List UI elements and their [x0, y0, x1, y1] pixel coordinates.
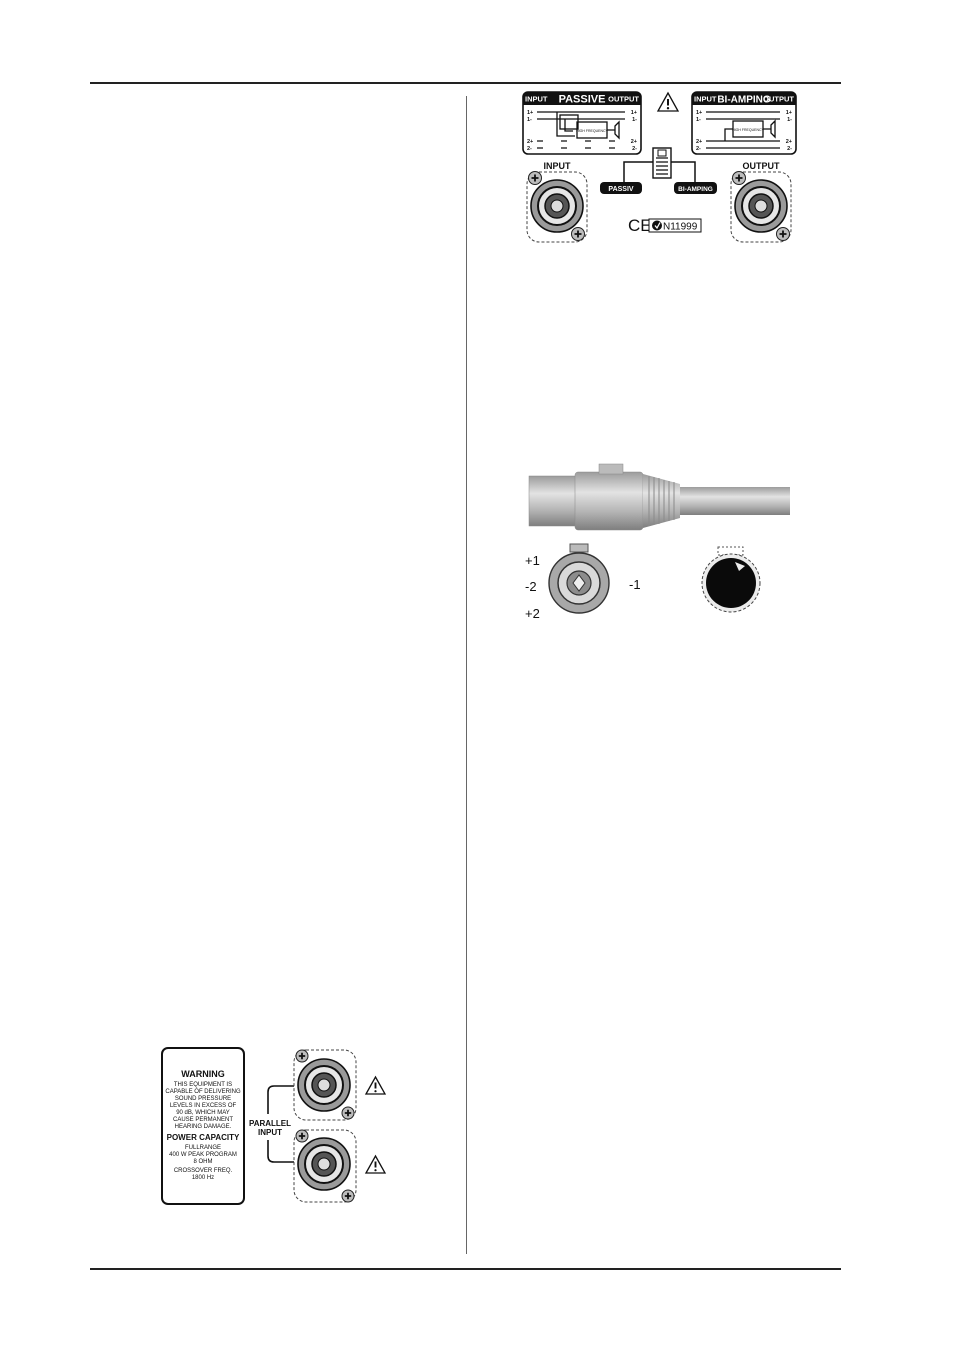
power-line-2: 400 W PEAK PROGRAM — [169, 1152, 237, 1158]
biamping-pin-r3: 2+ — [786, 139, 792, 145]
parallel-jack-bottom — [293, 1129, 357, 1203]
biamping-schematic-box: INPUT BI-AMPING OUTPUT 1+ 1- 2+ 2- 1+ 1-… — [691, 91, 797, 155]
passive-pin-l3: 2+ — [527, 139, 533, 145]
input-speakon-jack — [526, 170, 588, 243]
warning-triangle-icon — [364, 1075, 387, 1095]
biamping-input-label: INPUT — [694, 95, 717, 104]
biamping-filter-label: HIGH FREQUENCY — [732, 128, 764, 132]
biamping-pin-r2: 1- — [787, 117, 792, 123]
pin-label-plus1: +1 — [525, 553, 540, 568]
passive-pin-r3: 2+ — [631, 139, 637, 145]
passive-schematic-box: INPUT PASSIVE OUTPUT 1+ 1- 2+ 2- 1+ 1- 2… — [522, 91, 642, 155]
passive-pin-r2: 1- — [632, 117, 637, 123]
warning-line-4: LEVELS IN EXCESS OF — [170, 1103, 237, 1109]
socket-rear-view — [701, 546, 761, 613]
passive-filter-label: HIGH FREQUENCY — [576, 129, 608, 133]
rear-panel-figure: INPUT PASSIVE OUTPUT 1+ 1- 2+ 2- 1+ 1- 2… — [522, 91, 797, 243]
power-line-1: FULLRANGE — [185, 1145, 221, 1151]
warning-line-7: HEARING DAMAGE. — [175, 1124, 232, 1130]
output-jack-label: OUTPUT — [743, 161, 781, 171]
c-tick-code: N11999 — [663, 222, 698, 233]
warning-line-3: SOUND PRESSURE — [175, 1096, 231, 1102]
biamping-pin-l3: 2+ — [696, 139, 702, 145]
input-jack-label: INPUT — [544, 161, 572, 171]
pin-label-minus1: -1 — [629, 577, 641, 592]
biamping-pin-r4: 2- — [787, 146, 792, 152]
passive-title: PASSIVE — [559, 94, 606, 106]
biamping-pin-l4: 2- — [696, 146, 701, 152]
switch-passiv-label: PASSIV — [608, 186, 633, 193]
power-capacity-title: POWER CAPACITY — [167, 1133, 240, 1142]
warning-triangle-icon — [364, 1154, 387, 1174]
power-line-3: 8 OHM — [193, 1159, 212, 1165]
column-divider — [466, 96, 467, 1254]
c-tick-mark: N11999 — [648, 218, 702, 233]
passive-output-label: OUTPUT — [608, 95, 639, 104]
warning-line-6: CAUSE PERMANENT — [173, 1117, 233, 1123]
biamping-pin-l1: 1+ — [696, 110, 702, 116]
warning-line-5: 90 dB, WHICH MAY — [176, 1110, 230, 1116]
passive-pin-l4: 2- — [527, 146, 532, 152]
passive-pin-r4: 2- — [632, 146, 637, 152]
plug-front-view — [548, 543, 610, 614]
passive-input-label: INPUT — [525, 95, 548, 104]
parallel-label-1: PARALLEL — [249, 1119, 291, 1128]
biamping-pin-l2: 1- — [696, 117, 701, 123]
warning-line-2: CAPABLE OF DELIVERING — [165, 1089, 241, 1095]
warning-triangle-icon — [656, 91, 680, 112]
ce-mark: CE — [628, 216, 652, 235]
warning-line-1: THIS EQUIPMENT IS — [174, 1082, 232, 1088]
pin-label-plus2: +2 — [525, 606, 540, 621]
header-rule — [90, 82, 841, 84]
crossover-line-1: CROSSOVER FREQ. — [174, 1168, 233, 1174]
parallel-jack-top — [293, 1049, 357, 1121]
parallel-bracket — [267, 1085, 294, 1163]
output-speakon-jack — [730, 170, 792, 243]
mode-switch: PASSIV BI-AMPING — [600, 147, 717, 194]
passive-pin-l1: 1+ — [527, 110, 533, 116]
speakon-plug-figure: +1 -2 +2 -1 — [525, 463, 790, 621]
warning-title: WARNING — [181, 1069, 225, 1079]
switch-biamping-label: BI-AMPING — [678, 186, 713, 193]
speakon-plug — [528, 463, 790, 531]
parallel-input-figure: WARNING THIS EQUIPMENT IS CAPABLE OF DEL… — [161, 1047, 387, 1205]
crossover-line-2: 1800 Hz — [192, 1175, 214, 1181]
pin-label-minus2: -2 — [525, 579, 537, 594]
biamping-pin-r1: 1+ — [786, 110, 792, 116]
parallel-label-2: INPUT — [258, 1128, 282, 1137]
footer-rule — [90, 1268, 841, 1270]
biamping-output-label: OUTPUT — [763, 95, 794, 104]
passive-pin-l2: 1- — [527, 117, 532, 123]
biamping-title: BI-AMPING — [717, 95, 771, 106]
warning-label-panel: WARNING THIS EQUIPMENT IS CAPABLE OF DEL… — [161, 1047, 245, 1205]
passive-pin-r1: 1+ — [631, 110, 637, 116]
